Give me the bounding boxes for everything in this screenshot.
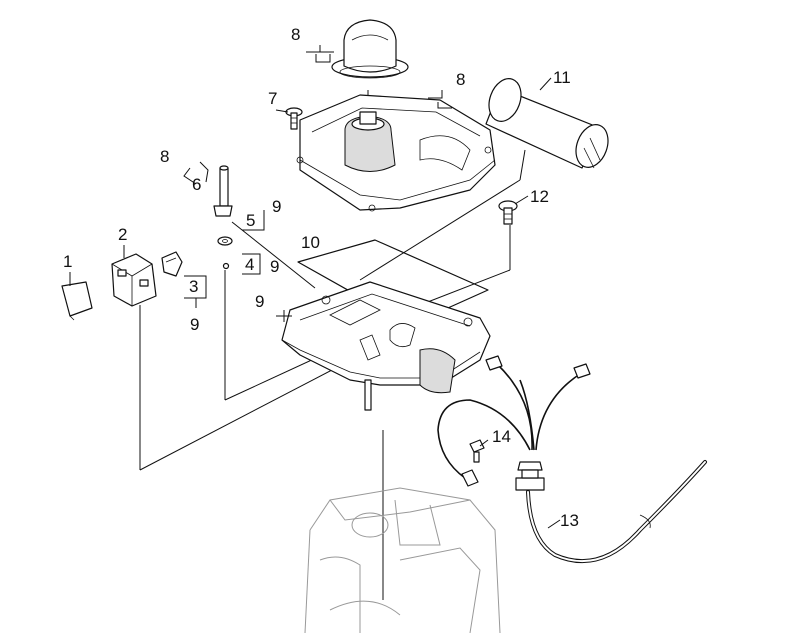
- callout-4: 4: [245, 255, 254, 274]
- part-pin-6: [213, 165, 233, 217]
- callout-11: 11: [553, 68, 571, 87]
- callout-7: 7: [268, 89, 277, 108]
- part-ground-screw-14: [469, 439, 485, 463]
- part-washer-5: [217, 236, 233, 246]
- callout-3: 3: [189, 277, 198, 296]
- assembly-lines: [139, 90, 526, 600]
- part-oring-4: [222, 262, 230, 270]
- callout-3-sub: 9: [190, 315, 199, 334]
- callout-10: 10: [301, 233, 320, 252]
- part-capacitor: [485, 78, 609, 169]
- callout-5-sub: 9: [272, 197, 281, 216]
- callout-1: 1: [63, 252, 72, 271]
- callout-6: 6: [192, 175, 201, 194]
- ghost-motor-housing: [304, 487, 501, 634]
- part-insulator-1: [61, 281, 93, 321]
- callout-14: 14: [492, 427, 511, 446]
- part-knob-cap: [331, 19, 409, 79]
- wiring-harness: [437, 355, 707, 564]
- callout-13: 13: [560, 511, 579, 530]
- callout-2: 2: [118, 225, 127, 244]
- callout-labels: 1 2 3 9 4 9 5 9 6 8 7 8 8 9 10 11 12 13 …: [63, 25, 579, 530]
- part-upper-cover: [296, 94, 496, 212]
- part-screw-12: [498, 200, 518, 225]
- callout-6-sub: 8: [160, 147, 169, 166]
- callout-12: 12: [530, 187, 549, 206]
- callout-4-sub: 9: [270, 257, 279, 276]
- part-clip-3: [161, 251, 183, 277]
- callout-brackets: [183, 45, 452, 322]
- part-base-housing: [281, 281, 491, 411]
- callout-5: 5: [246, 211, 255, 230]
- callout-8-top: 8: [291, 25, 300, 44]
- callout-8-right: 8: [456, 70, 465, 89]
- callout-9: 9: [255, 292, 264, 311]
- part-microswitch-2: [111, 253, 157, 307]
- label-leaders: [69, 77, 561, 529]
